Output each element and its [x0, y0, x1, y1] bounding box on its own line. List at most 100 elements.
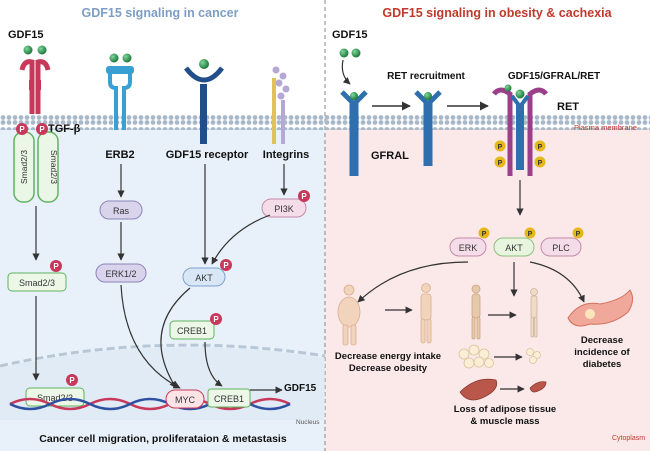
integrins-label: Integrins: [263, 149, 309, 161]
left-panel-title: GDF15 signaling in cancer: [82, 6, 239, 20]
tgf-beta-label: TGF-β: [48, 123, 81, 135]
erb2-receptor-icon: [106, 66, 134, 130]
effect-diabetes-2: incidence of: [574, 347, 630, 358]
phospho-badge: P: [494, 156, 506, 168]
phospho-badge: P: [494, 140, 506, 152]
myc-label: MYC: [175, 395, 196, 405]
thin-body-icon-2: [530, 288, 538, 338]
normal-body-icon: [420, 283, 432, 344]
svg-text:P: P: [301, 192, 307, 201]
gdf15-receptor-icon: [184, 66, 224, 144]
smad-nuc-label: Smad2/3: [37, 393, 73, 403]
phospho-badge: P: [16, 123, 28, 135]
smad-receptor-2-label: Smad2/3: [49, 150, 59, 184]
erb2-ligand-icon: [109, 53, 119, 63]
adipose-tissue-icon: [458, 344, 494, 369]
pi3k-label: PI3K: [274, 204, 294, 214]
gdf15-ligand-icon: [351, 48, 361, 58]
svg-text:P: P: [69, 376, 75, 385]
phospho-badge: P: [50, 260, 62, 272]
erk12-label: ERK1/2: [105, 269, 136, 279]
nucleus-label: Nucleus: [296, 419, 320, 426]
plc-label: PLC: [552, 243, 570, 253]
svg-text:P: P: [498, 144, 503, 151]
complex-label: GDF15/GFRAL/RET: [508, 71, 600, 82]
svg-text:P: P: [223, 261, 229, 270]
svg-text:P: P: [39, 125, 45, 134]
ligand-binding-arrow: [341, 59, 351, 85]
svg-text:P: P: [213, 315, 219, 324]
creb1-nuc-node: [207, 388, 251, 408]
smad-cyto-label: Smad2/3: [19, 278, 55, 288]
erk12-node: [95, 263, 147, 283]
ras-label: Ras: [113, 206, 130, 216]
effect-adipose-loss: Loss of adipose tissue: [454, 404, 556, 415]
phospho-badge: P: [220, 259, 232, 271]
gdf15-ligand-icon: [339, 48, 349, 58]
svg-text:P: P: [538, 144, 543, 151]
right-cytoplasm: [325, 128, 650, 451]
erb2-label: ERB2: [105, 149, 134, 161]
erk-node: [449, 237, 487, 257]
phospho-badge: P: [534, 156, 546, 168]
pancreas-icon: [567, 289, 634, 327]
smad-cyto-node: [7, 272, 67, 292]
ret-complex-icon: [492, 84, 548, 176]
akt-label: AKT: [195, 273, 213, 283]
svg-text:P: P: [576, 231, 581, 238]
akt-label-right: AKT: [505, 243, 523, 253]
gdf15-receptor-ligand-icon: [199, 59, 209, 69]
phospho-badge: P: [66, 374, 78, 386]
tgf-beta-receptor-icon: [19, 59, 51, 114]
ras-node: [99, 200, 143, 220]
phospho-badge: P: [524, 227, 536, 239]
right-gdf15-label: GDF15: [332, 29, 367, 41]
phospho-badge: P: [298, 190, 310, 202]
integrins-icon: [272, 66, 290, 144]
akt-node-right: [493, 237, 535, 257]
effect-energy-intake: Decrease energy intake: [335, 351, 441, 362]
svg-text:P: P: [19, 125, 25, 134]
svg-text:P: P: [482, 231, 487, 238]
effect-muscle-loss: & muscle mass: [470, 416, 539, 427]
creb1-nuc-label: CREB1: [214, 394, 244, 404]
svg-text:P: P: [528, 231, 533, 238]
muscle-small-icon: [529, 381, 547, 393]
right-panel-title: GDF15 signaling in obesity & cachexia: [382, 6, 612, 20]
left-gdf15-label: GDF15: [8, 29, 43, 41]
svg-text:P: P: [538, 160, 543, 167]
creb1-node: [169, 320, 215, 340]
gdf15-ligand-icon: [37, 45, 47, 55]
ret-recruitment-label: RET recruitment: [387, 71, 465, 82]
gdf15-ligand-icon: [23, 45, 33, 55]
gdf15-output-label: GDF15: [284, 383, 317, 394]
left-arrows: [32, 164, 288, 394]
plasma-membrane: [0, 114, 650, 130]
creb1-label: CREB1: [177, 326, 207, 336]
svg-text:P: P: [53, 262, 59, 271]
effect-arrows: [357, 261, 585, 319]
plasma-membrane-label: Plasma membrane: [574, 123, 637, 132]
smad-receptor-1-label: Smad2/3: [19, 150, 29, 184]
erk-label: ERK: [459, 243, 478, 253]
thin-body-icon-1: [471, 284, 481, 340]
effect-diabetes-1: Decrease: [581, 335, 623, 346]
recruited-receptor-icon: [414, 90, 442, 166]
pi3k-node: [261, 198, 307, 218]
adipose-tissue-small-icon: [526, 348, 541, 364]
phospho-badge: P: [210, 313, 222, 325]
svg-text:P: P: [498, 160, 503, 167]
ret-label: RET: [557, 101, 579, 113]
gdf15-receptor-label: GDF15 receptor: [166, 149, 249, 161]
akt-node: [182, 267, 226, 287]
phospho-badge: P: [534, 140, 546, 152]
obese-body-icon: [337, 284, 361, 346]
gfral-receptor-icon: [340, 90, 368, 176]
smad-receptor-2: [37, 131, 59, 203]
phospho-badge: P: [572, 227, 584, 239]
myc-node: [165, 389, 205, 409]
effect-obesity: Decrease obesity: [349, 363, 428, 374]
plc-node: [540, 237, 582, 257]
